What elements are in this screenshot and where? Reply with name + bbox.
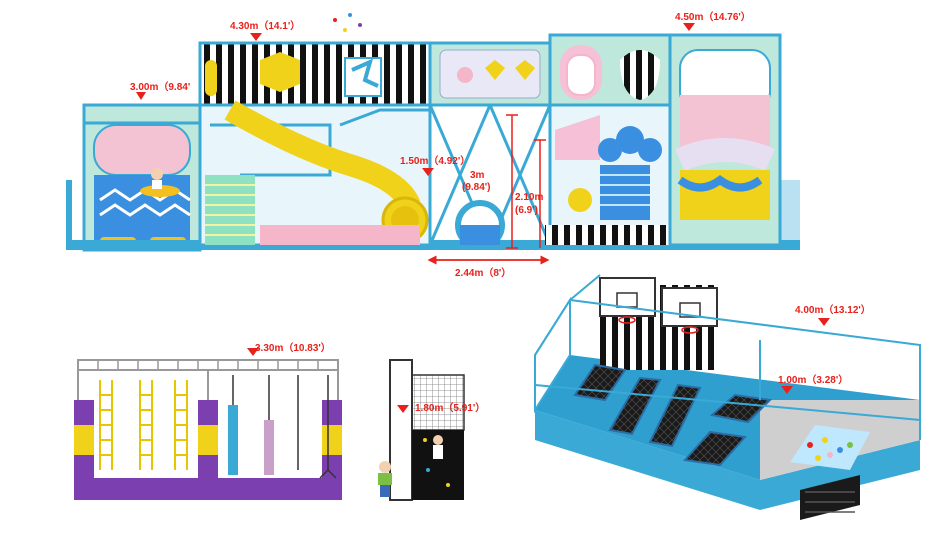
dim-label-pit-height: 1.00m（3.28'）: [778, 373, 848, 386]
dim-gate-height: 3m (9.84'): [462, 114, 518, 249]
dim-label-gate-height-a: 3m: [470, 170, 485, 181]
dim-label-slide-level: 1.50m（4.92'）: [400, 154, 470, 167]
dim-label-gate-side-a: 2.10m: [515, 192, 543, 203]
ninja-course: 3.30m（10.83'）: [74, 341, 342, 500]
indoor-playground-front-view: 3.00m（9.84' 4.30m（14.1'） 4.50m（14.76'） 1…: [66, 10, 800, 279]
bridge-section: [428, 41, 552, 250]
climbing-wall: 1.80m（5.91'）: [378, 359, 485, 501]
left-tower: [66, 103, 800, 252]
dim-gate-width: 2.44m（8'）: [427, 255, 550, 279]
dim-label-climb-wall: 1.80m（5.91'）: [415, 401, 485, 414]
dim-label-top-right: 4.50m（14.76'）: [675, 10, 751, 23]
middle-tower: [198, 13, 432, 247]
dim-label-gate-height-b: (9.84'): [462, 182, 491, 193]
dim-top-right: 4.50m（14.76'）: [675, 10, 751, 31]
dim-label-gate-width: 2.44m（8'）: [455, 266, 511, 279]
dim-label-gate-side-b: (6.9'): [515, 205, 538, 216]
dim-label-top-mid: 4.30m（14.1'）: [230, 19, 300, 32]
right-towers: [545, 33, 800, 250]
dim-top-mid: 4.30m（14.1'）: [230, 19, 300, 41]
trampoline-park: 4.00m（13.12'） 1.00m（3.28'）: [534, 274, 921, 520]
dim-gate-side-height: 2.10m (6.9'): [515, 139, 546, 248]
dim-slide-level: 1.50m（4.92'）: [400, 154, 470, 176]
dim-label-trampoline-width: 4.00m（13.12'）: [795, 303, 871, 316]
dim-top-left: 3.00m（9.84': [130, 80, 190, 100]
dim-label-ninja: 3.30m（10.83'）: [255, 341, 331, 354]
dim-label-top-left: 3.00m（9.84': [130, 80, 190, 93]
